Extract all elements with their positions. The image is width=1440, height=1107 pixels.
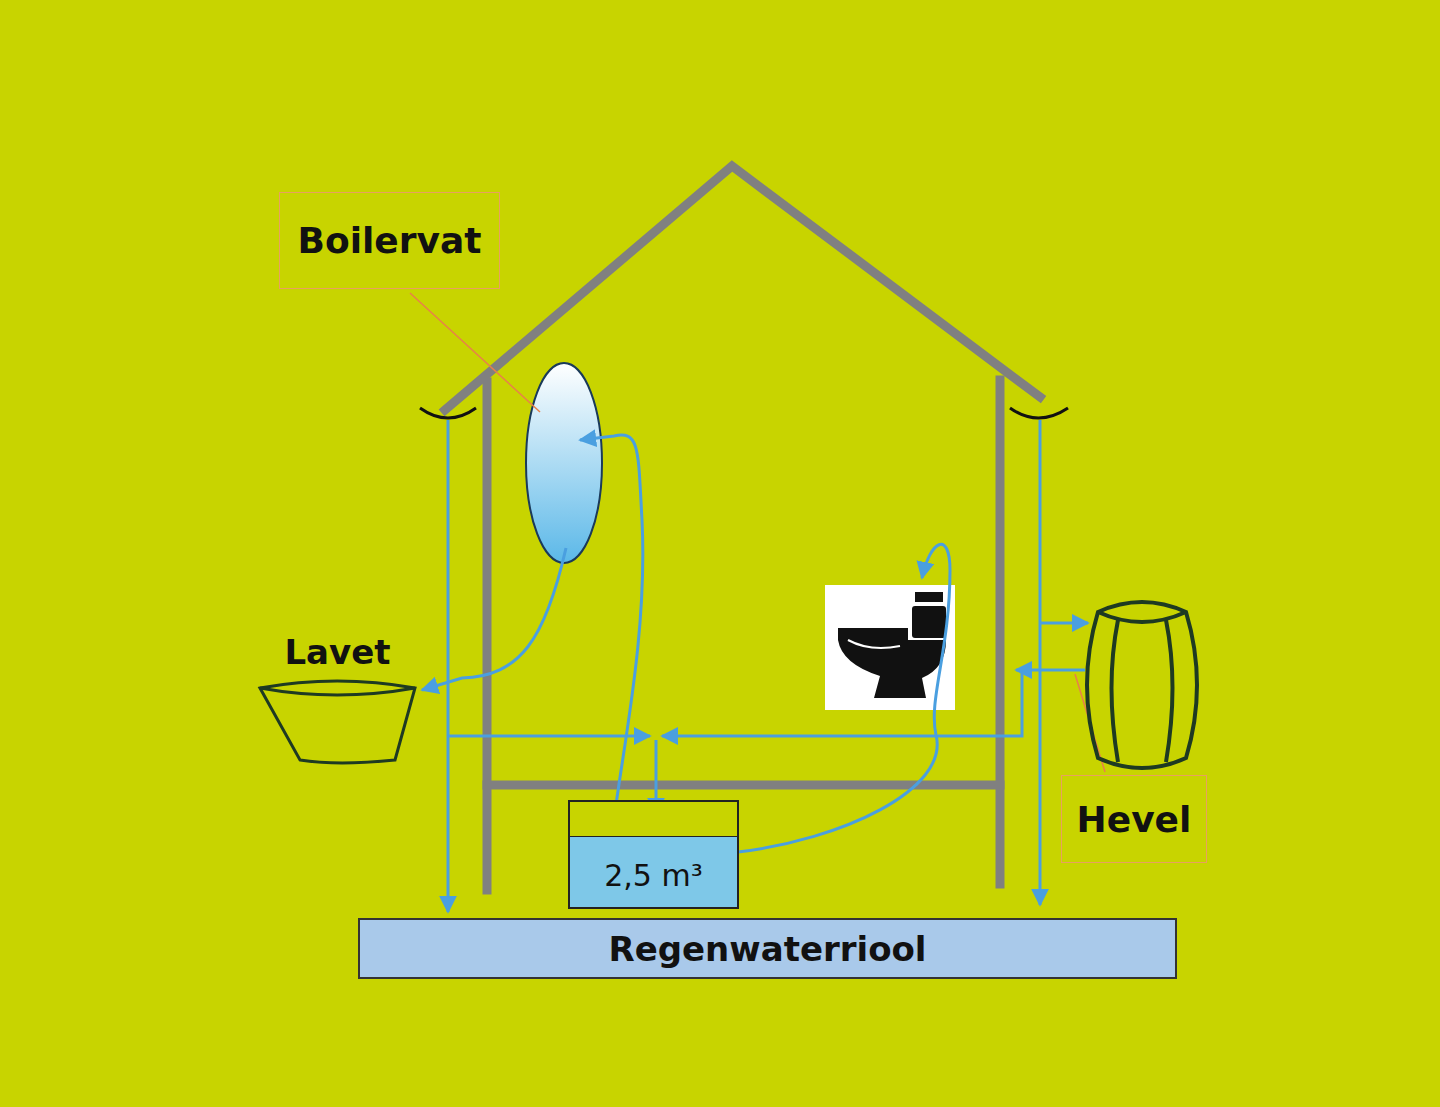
- gutters: [420, 408, 1068, 418]
- node-label: Lavet: [255, 632, 420, 672]
- boiler-vessel: [526, 363, 602, 563]
- callout-box: Boilervat: [279, 192, 500, 289]
- wash-basin: Lavet: [255, 630, 420, 766]
- water-tank: 2,5 m³: [568, 800, 739, 909]
- water-pipes: [422, 420, 1088, 912]
- sewer-band: Regenwaterriool: [358, 918, 1177, 979]
- node-label: Hevel: [1077, 799, 1192, 840]
- callout-box: Hevel: [1061, 775, 1207, 863]
- leader-line: [410, 293, 540, 412]
- node-label: Regenwaterriool: [608, 929, 926, 969]
- house-frame: [445, 166, 1040, 890]
- node-label: Boilervat: [298, 220, 482, 261]
- node-label: 2,5 m³: [604, 858, 703, 893]
- rain-barrel: [1087, 602, 1197, 768]
